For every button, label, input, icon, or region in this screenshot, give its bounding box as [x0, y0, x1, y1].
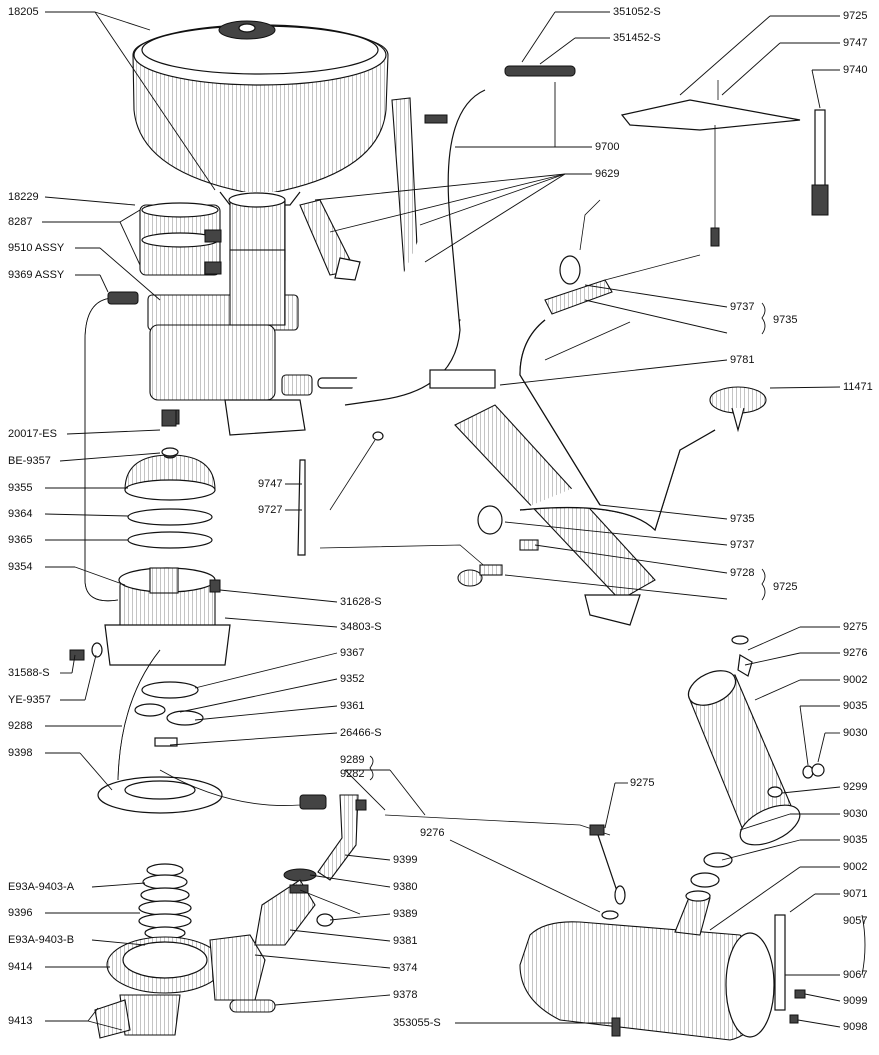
- callouts-right: 9725 9747 9740 9737 9737 9735 9781 11471…: [499, 10, 873, 1033]
- callouts-center: 351052-S 351452-S 9700 9629 31628-S 3480…: [169, 6, 661, 1029]
- label-9727: 9727: [258, 504, 282, 516]
- label-8287: 8287: [8, 216, 32, 228]
- label-9002-a: 9002: [843, 674, 867, 686]
- label-9380: 9380: [393, 881, 417, 893]
- label-e93a-9403-a: E93A-9403-A: [8, 881, 75, 893]
- label-9725-a: 9725: [843, 10, 867, 22]
- label-9002-b: 9002: [843, 861, 867, 873]
- muffler-lower: [519, 852, 806, 1041]
- label-be-9357: BE-9357: [8, 455, 51, 467]
- label-9381: 9381: [393, 935, 417, 947]
- label-18205: 18205: [8, 6, 39, 18]
- label-9289: 9289: [340, 754, 364, 766]
- label-ye-9357: YE-9357: [8, 694, 51, 706]
- label-9747-a: 9747: [843, 37, 867, 49]
- fuel-pump-lower: [94, 863, 276, 1039]
- label-9276-a: 9276: [843, 647, 867, 659]
- label-9035-a: 9035: [843, 700, 867, 712]
- label-9352: 9352: [340, 673, 364, 685]
- label-9725-b: 9725: [773, 581, 797, 593]
- label-31628-s: 31628-S: [340, 596, 382, 608]
- throttle-linkage: [299, 65, 829, 406]
- label-9365: 9365: [8, 534, 32, 546]
- carburetor: [139, 192, 374, 436]
- label-9735-b: 9735: [730, 513, 754, 525]
- label-9030-a: 9030: [843, 727, 867, 739]
- label-9354: 9354: [8, 561, 32, 573]
- label-9355: 9355: [8, 482, 32, 494]
- label-9071: 9071: [843, 888, 867, 900]
- label-9369-assy: 9369 ASSY: [8, 269, 65, 281]
- label-9781: 9781: [730, 354, 754, 366]
- label-18229: 18229: [8, 191, 39, 203]
- label-9735-a: 9735: [773, 314, 797, 326]
- label-9414: 9414: [8, 961, 32, 973]
- label-31588-s: 31588-S: [8, 667, 50, 679]
- label-9737-a: 9737: [730, 301, 754, 313]
- label-9275-b: 9275: [630, 777, 654, 789]
- label-9361: 9361: [340, 700, 364, 712]
- label-9276-b: 9276: [420, 827, 444, 839]
- label-9288: 9288: [8, 720, 32, 732]
- label-9629: 9629: [595, 168, 619, 180]
- label-353055-s: 353055-S: [393, 1017, 441, 1029]
- label-9747-b: 9747: [258, 478, 282, 490]
- label-9389: 9389: [393, 908, 417, 920]
- fuel-pump-top: [104, 451, 231, 666]
- label-9299: 9299: [843, 781, 867, 793]
- label-11471: 11471: [843, 381, 873, 393]
- label-34803-s: 34803-S: [340, 621, 382, 633]
- accelerator-pedal: [297, 254, 767, 626]
- label-9398: 9398: [8, 747, 32, 759]
- label-9740: 9740: [843, 64, 867, 76]
- label-9098: 9098: [843, 1021, 867, 1033]
- muffler-upper: [687, 635, 825, 846]
- pump-small-parts: [69, 409, 204, 747]
- label-9057: 9057: [843, 915, 867, 927]
- label-9367: 9367: [340, 647, 364, 659]
- label-9030-b: 9030: [843, 808, 867, 820]
- label-9067: 9067: [843, 969, 867, 981]
- label-9099: 9099: [843, 995, 867, 1007]
- label-9364: 9364: [8, 508, 32, 520]
- label-9700: 9700: [595, 141, 619, 153]
- label-9275-a: 9275: [843, 621, 867, 633]
- label-9374: 9374: [393, 962, 417, 974]
- air-cleaner: [132, 20, 389, 206]
- label-e93a-9403-b: E93A-9403-B: [8, 934, 74, 946]
- label-9510-assy: 9510 ASSY: [8, 242, 65, 254]
- label-9035-b: 9035: [843, 834, 867, 846]
- label-351452-s: 351452-S: [613, 32, 661, 44]
- label-9728: 9728: [730, 567, 754, 579]
- label-9413: 9413: [8, 1015, 32, 1027]
- callouts-left: 18205 18229 8287 9510 ASSY 9369 ASSY 200…: [8, 6, 216, 1031]
- label-9378: 9378: [393, 989, 417, 1001]
- label-20017-es: 20017-ES: [8, 428, 57, 440]
- label-351052-s: 351052-S: [613, 6, 661, 18]
- label-9399: 9399: [393, 854, 417, 866]
- label-9396: 9396: [8, 907, 32, 919]
- label-26466-s: 26466-S: [340, 727, 382, 739]
- label-9737-b: 9737: [730, 539, 754, 551]
